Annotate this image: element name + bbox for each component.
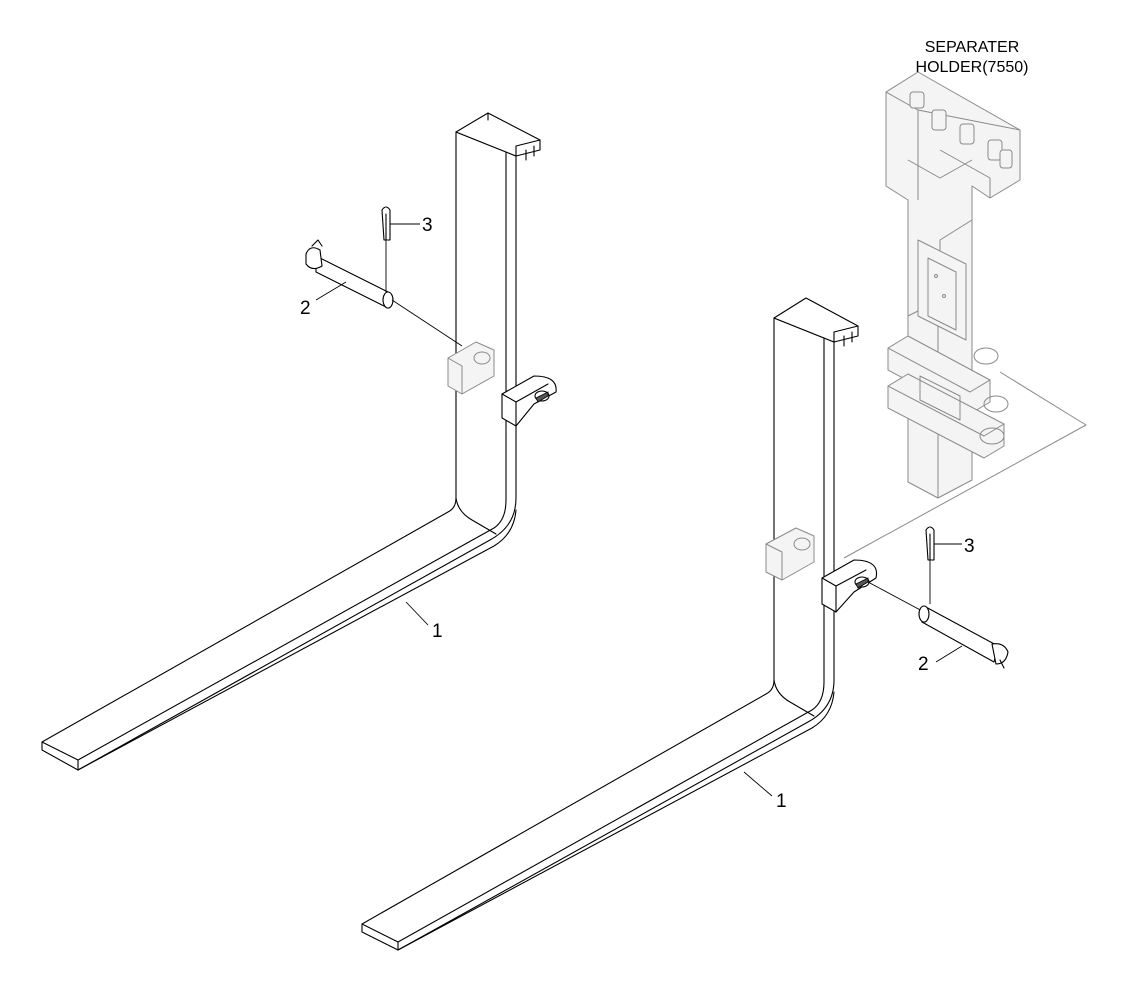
left-pin [305, 239, 463, 347]
callout-right-cotter: 3 [964, 536, 975, 557]
separater-holder [843, 71, 1087, 559]
left-cotter-pin [381, 206, 391, 292]
right-pin [867, 581, 1009, 669]
right-hinge-ear-front [821, 559, 878, 613]
callout-right-pin: 2 [918, 654, 929, 675]
callout-right-fork: 1 [776, 791, 787, 812]
right-fork [361, 297, 859, 951]
callout-left-fork: 1 [432, 621, 443, 642]
left-hinge-ear-front [501, 375, 557, 427]
callout-left-pin: 2 [300, 298, 311, 319]
left-hinge-ear-back [447, 341, 495, 395]
holder-title-line2: HOLDER(7550) [916, 59, 1029, 76]
right-hinge-ear-back [765, 527, 815, 581]
callout-left-cotter: 3 [422, 215, 433, 236]
left-fork [41, 112, 541, 771]
holder-title-line1: SEPARATER [925, 39, 1020, 56]
callout-leaders [315, 223, 963, 797]
right-cotter-pin [925, 526, 935, 604]
